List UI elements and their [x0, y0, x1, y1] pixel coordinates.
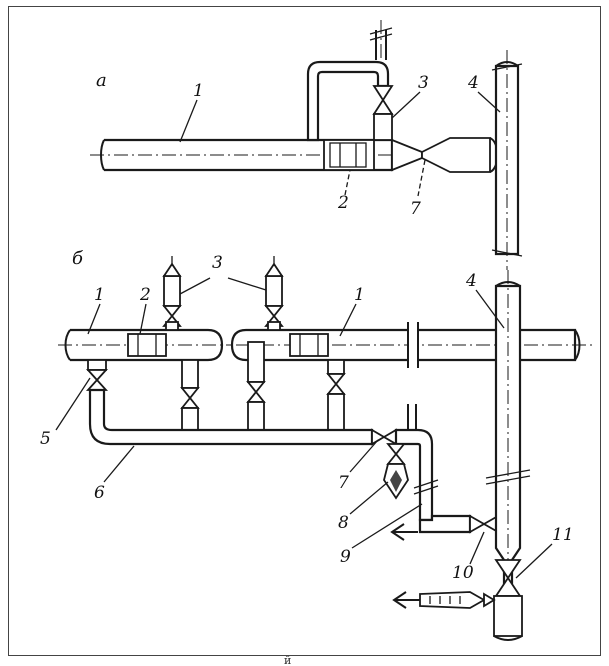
- label-11-b: 11: [552, 525, 574, 545]
- reducer-7-a: [391, 138, 423, 172]
- valve-5-b: [85, 359, 109, 391]
- label-7-a: 7: [410, 199, 421, 219]
- label-1-b-left: 1: [94, 285, 105, 305]
- label-9-b: 9: [340, 547, 351, 567]
- label-4-a: 4: [467, 73, 479, 93]
- device-2-b-left: [127, 333, 167, 357]
- label-3-a: 3: [418, 73, 429, 93]
- section-b-label: б: [72, 248, 84, 269]
- label-8-b: 8: [338, 513, 349, 533]
- section-b: б 1 2 3 1 4 5 6 7 8 9 10 11: [40, 248, 595, 641]
- label-1-a: 1: [193, 81, 204, 101]
- label-6-b: 6: [94, 483, 105, 503]
- label-4-b: 4: [465, 271, 477, 291]
- label-7-b: 7: [338, 473, 349, 493]
- section-a-label: а: [96, 70, 107, 91]
- valve-8-b: [383, 443, 409, 500]
- label-1-b-right: 1: [354, 285, 365, 305]
- valve-3-a: [372, 85, 394, 115]
- valve-3-b-left: [162, 256, 182, 331]
- label-10-b: 10: [452, 563, 474, 583]
- figure-frame: [8, 6, 601, 656]
- pipe-1-b-right: [230, 328, 577, 362]
- valve-11-b: [493, 559, 523, 641]
- caption-mark: й: [284, 654, 291, 666]
- label-2-b: 2: [139, 285, 151, 305]
- valve-10-b: [469, 514, 499, 534]
- device-2-b-right: [289, 333, 329, 357]
- section-a: а 1 2 3 4 7: [90, 20, 523, 270]
- valve-3-b-right: [264, 256, 284, 331]
- label-2-a: 2: [337, 193, 349, 213]
- label-3-b: 3: [212, 253, 223, 273]
- drop-valves: [180, 341, 346, 431]
- label-5-b: 5: [40, 429, 51, 449]
- drain-outlet-b: [392, 591, 496, 609]
